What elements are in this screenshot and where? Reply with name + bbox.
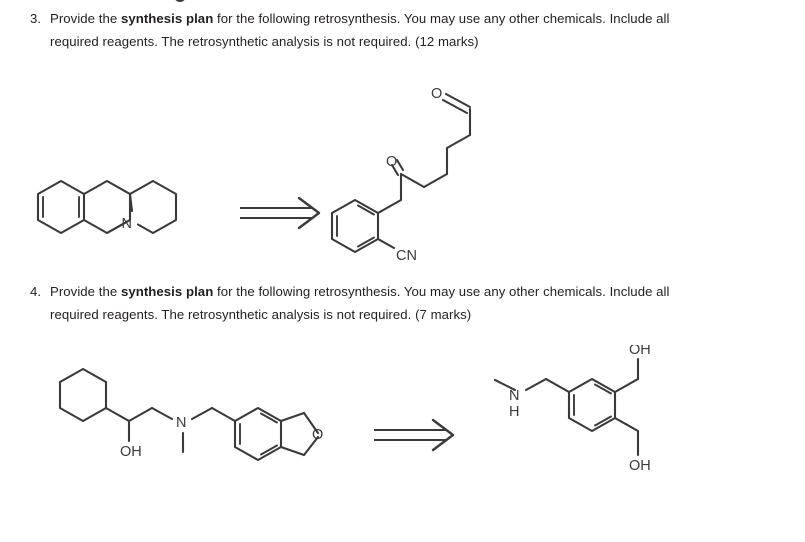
- question-4: 4. Provide the synthesis plan for the fo…: [24, 281, 690, 326]
- atom-label-ether-oxygen-q4: O: [312, 427, 323, 443]
- structure-ketoaldehyde-benzonitrile: O O: [330, 86, 472, 264]
- question-3: 3. Provide the synthesis plan for the fo…: [24, 8, 690, 53]
- atom-label-hydroxyl-bottom-q4-right: OH: [629, 458, 651, 474]
- atom-label-amine-nitrogen-q4-right: N: [509, 388, 519, 404]
- atom-label-nitrogen-q4-left: N: [176, 415, 186, 431]
- structure-methylamino-benzenedimethanol: N H OH OH: [493, 345, 651, 474]
- scheme-3-svg: N O: [36, 86, 472, 264]
- question-3-bold-phrase: synthesis plan: [120, 11, 214, 26]
- question-4-bold-phrase: synthesis plan: [120, 284, 214, 299]
- scheme-4: OH N O: [0, 345, 805, 510]
- atom-label-ketone-oxygen-q3: O: [386, 154, 397, 170]
- scheme-3: N O: [0, 78, 805, 273]
- retrosynthesis-arrow-q3: [240, 196, 321, 230]
- atom-label-nitrile-q3: CN: [396, 248, 417, 264]
- question-4-text-part-1: Provide the: [50, 284, 121, 299]
- structure-aminoalcohol-phthalan: OH N O: [58, 367, 323, 462]
- question-4-text-part-2: for the following retrosynthesis. You ma…: [50, 284, 670, 322]
- atom-label-amine-hydrogen-q4-right: H: [509, 404, 519, 420]
- retrosynthesis-arrow-q4: [374, 418, 455, 452]
- atom-label-aldehyde-oxygen-q3: O: [431, 86, 442, 102]
- question-3-text-part-2: for the following retrosynthesis. You ma…: [50, 11, 670, 49]
- question-4-number: 4.: [30, 284, 42, 299]
- question-3-text: Provide the synthesis plan for the follo…: [50, 8, 690, 53]
- atom-label-hydroxyl-top-q4-right: OH: [629, 345, 651, 358]
- scheme-4-svg: OH N O: [58, 345, 651, 474]
- structure-benzoquinolizidine: N: [36, 179, 178, 235]
- atom-label-hydroxyl-q4-left: OH: [120, 444, 142, 460]
- question-3-number: 3.: [30, 11, 42, 26]
- question-3-text-part-1: Provide the: [50, 11, 121, 26]
- question-4-text: Provide the synthesis plan for the follo…: [50, 281, 690, 326]
- atom-label-nitrogen-q3: N: [122, 216, 132, 232]
- cropped-glyph-fragment: [174, 0, 186, 2]
